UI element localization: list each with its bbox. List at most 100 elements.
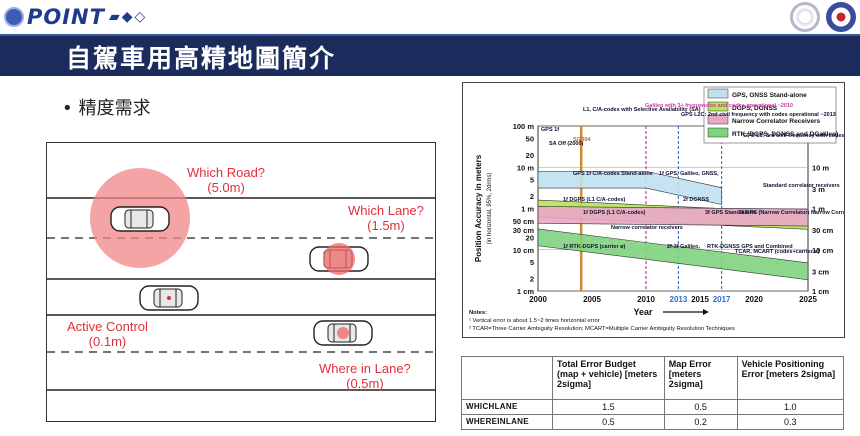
y-tick-label-left: 2: [530, 192, 534, 201]
table-header-cell: Map Error [meters 2sigma]: [663, 356, 738, 400]
y-tick-label-right: 10 cm: [812, 246, 834, 255]
gear-icon: [4, 7, 24, 27]
chart-annotation: 2f-3f Galileo,: [667, 244, 700, 250]
x-axis-arrow-head: [703, 309, 709, 315]
y-tick-label-left: 50: [526, 134, 534, 143]
road-diagram-graphic: [47, 168, 435, 391]
x-tick-label: 2017: [713, 295, 731, 304]
chart-note: ¹ Vertical error is about 1.5~2 times ho…: [469, 318, 600, 324]
series-band-4: [537, 228, 809, 281]
series-band-3: [537, 206, 809, 227]
chart-annotation: 3f GPS (Narrow Correlator) Narrow Correl…: [739, 210, 844, 216]
legend-swatch: [707, 88, 729, 99]
y-tick-label-left: 10 m: [517, 163, 534, 172]
active-control-value: (0.1m): [88, 334, 127, 349]
where-in-lane-value: (0.5m): [346, 376, 384, 391]
table-row-label: WHICHLANE: [461, 399, 553, 415]
chart-annotation: 2f DGNSS: [683, 197, 709, 203]
chart-annotation: 3f GPS Stand-alone: [705, 210, 756, 216]
table-header-cell: Vehicle Positioning Error [meters 2sigma…: [736, 356, 845, 400]
y-tick-label-right: 3 cm: [812, 267, 829, 276]
where-in-lane-label: Where in Lane? (0.5m): [319, 361, 411, 391]
x-tick-label: 2020: [745, 295, 763, 304]
y-tick-label-left: 5: [530, 258, 534, 267]
y-tick-label-right: 1 cm: [812, 287, 829, 296]
table-header-row: Total Error Budget (map + vehicle) [mete…: [461, 356, 845, 400]
which-lane-value: (1.5m): [367, 218, 405, 233]
chart-annotation: Galileo with 3+ frequencies and codes op…: [645, 103, 793, 109]
table-row: WHEREINLANE 0.5 0.2 0.3: [461, 414, 845, 430]
y-tick-label-left: 20: [526, 233, 534, 242]
chart-annotation: RTK-DGNSS GPS and Combined: [707, 244, 793, 250]
chart-annotation: 1f DGPS (L1 C/A-codes): [583, 210, 646, 216]
y-axis-label: Position Accuracy in meters: [474, 154, 483, 262]
y-tick-label-right: 30 cm: [812, 226, 834, 235]
car-icons: ▰◆◇: [108, 9, 148, 25]
x-tick-label: 2005: [583, 295, 601, 304]
bullet-dot-icon: •: [62, 98, 73, 119]
x-tick-label: 2000: [529, 295, 547, 304]
legend-label: Narrow Correlator Receivers: [732, 118, 821, 125]
y-tick-label-left: 10 cm: [513, 246, 535, 255]
bullet-item: •精度需求: [62, 94, 151, 120]
chart-annotation: 1f DGPS (L1 C/A-codes): [563, 197, 626, 203]
legend-swatch: [707, 127, 729, 138]
y-tick-label-right: 3 m: [812, 185, 825, 194]
logo-text: POINT: [27, 5, 105, 29]
y-tick-label-left: 1 m: [521, 205, 534, 214]
table-row-label: WHEREINLANE: [461, 414, 553, 430]
chart-annotation: GPS 1f C/A-codes Stand-alone: [573, 171, 653, 177]
chart-note: Notes:: [469, 310, 487, 316]
legend-label: RTK (DGPS, DGNSS and DGalileo): [732, 131, 838, 138]
chart-annotation: GPS L2C: 2nd civil frequency with codes …: [681, 112, 836, 118]
legend-label: GPS, GNSS Stand-alone: [732, 92, 807, 99]
x-tick-label: 2013: [670, 295, 688, 304]
y-tick-label-left: 5: [530, 176, 534, 185]
which-lane-title: Which Lane?: [348, 203, 424, 218]
table-cell: 0.5: [552, 414, 665, 430]
table-cell: 0.2: [663, 414, 738, 430]
y-tick-label-left: 20: [526, 151, 534, 160]
table-cell: 1.5: [552, 399, 665, 415]
page-title: 自駕車用高精地圖簡介: [66, 44, 337, 73]
chart-annotation: GPS 1f: [541, 127, 559, 133]
y-tick-label-left: 100 m: [513, 122, 535, 131]
table-cell: 0.5: [663, 399, 738, 415]
legend-label: DGPS, DGNSS: [732, 105, 778, 112]
x-tick-label: 2010: [637, 295, 655, 304]
road-diagram: Which Road? (5.0m) Which Lane? (1.5m) Ac…: [46, 142, 436, 422]
x-axis-label: Year: [633, 307, 653, 317]
y-tick-label-right: 10 m: [812, 163, 829, 172]
table-row: WHICHLANE 1.5 0.5 1.0: [461, 399, 845, 415]
chart-annotation: S/2004: [573, 137, 591, 143]
y-tick-label-right: 1 m: [812, 205, 825, 214]
chart-annotation: SA Off (2000): [549, 141, 584, 147]
chart-annotation: GPS L5: 3rd civil frequency with codes o…: [743, 133, 844, 139]
title-bar: [0, 34, 860, 76]
where-in-lane-error-circle: [337, 327, 349, 339]
car-icon: [110, 206, 170, 232]
which-lane-error-circle: [323, 243, 355, 275]
active-control-error-dot: [167, 296, 171, 300]
y-tick-label-left: 1 cm: [517, 287, 534, 296]
which-lane-label: Which Lane? (1.5m): [348, 203, 424, 233]
chart-note: ² TCAR=Three Carrier Ambiguity Resolutio…: [469, 326, 735, 332]
x-tick-label: 2025: [799, 295, 817, 304]
active-control-label: Active Control (0.1m): [67, 319, 148, 349]
top-bar: POINT ▰◆◇: [0, 0, 860, 34]
y-axis-sublabel: (in horizontal, 95%, 2drms): [487, 173, 493, 245]
chart-annotation: Narrow correlator receivers: [611, 225, 683, 231]
active-control-title: Active Control: [67, 319, 148, 334]
bullet-text: 精度需求: [78, 98, 151, 119]
error-budget-table: Total Error Budget (map + vehicle) [mete…: [461, 356, 845, 430]
which-road-title: Which Road?: [187, 165, 266, 180]
legend-swatch: [707, 114, 729, 125]
chart-annotation: 1f GPS, Galileo, GNSS,: [659, 171, 719, 177]
chart-annotation: Standard correlator receivers: [763, 183, 840, 189]
series-band-1: [537, 170, 722, 205]
chart-annotation: TCAR, MCART (codes+carrier ø): [735, 249, 820, 255]
legend-swatch: [707, 101, 729, 112]
which-road-value: (5.0m): [207, 180, 245, 195]
